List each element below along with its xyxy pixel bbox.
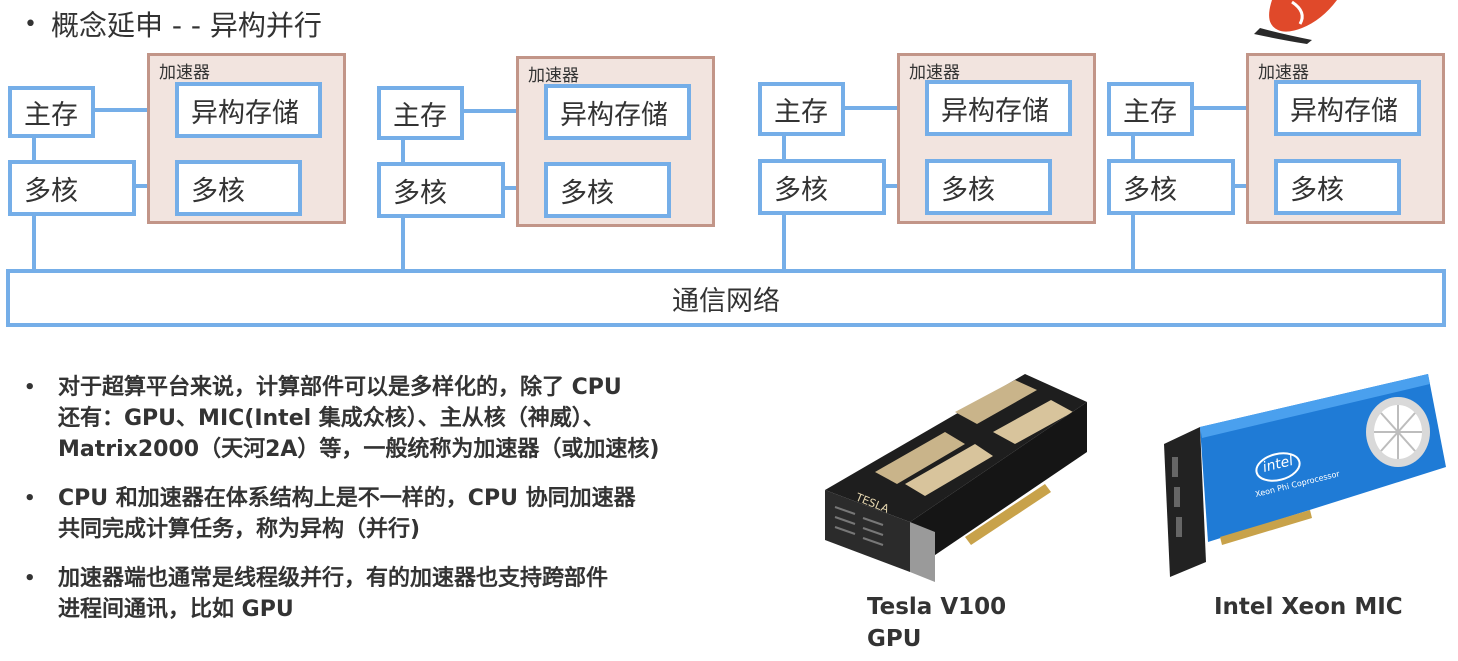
bullet-dot: • xyxy=(24,568,36,589)
multicore-accel-1: 多核 xyxy=(175,160,302,216)
hetero-storage-label: 异构存储 xyxy=(1290,95,1398,127)
hetero-storage-2: 异构存储 xyxy=(544,84,691,140)
accelerator-label: 加速器 xyxy=(528,66,579,86)
multicore-label: 多核 xyxy=(560,177,614,209)
main-memory-1: 主存 xyxy=(8,86,95,138)
accelerator-label: 加速器 xyxy=(909,63,960,83)
hetero-storage-label: 异构存储 xyxy=(941,95,1049,127)
title-text: 概念延申 - - 异构并行 xyxy=(50,9,322,42)
logo-icon xyxy=(1254,0,1337,44)
multicore-label: 多核 xyxy=(1290,174,1344,206)
multicore-host-4: 多核 xyxy=(1107,159,1235,215)
multicore-label: 多核 xyxy=(774,174,828,206)
accelerator-label: 加速器 xyxy=(1258,63,1309,83)
main-memory-label: 主存 xyxy=(393,100,447,132)
multicore-label: 多核 xyxy=(24,175,78,207)
multicore-accel-4: 多核 xyxy=(1274,159,1401,215)
intel-mic-image: intel Xeon Phi Coprocessor xyxy=(1164,374,1446,577)
multicore-label: 多核 xyxy=(941,174,995,206)
main-memory-4: 主存 xyxy=(1107,82,1194,136)
tesla-gpu-image: TESLA xyxy=(825,374,1087,582)
bullet-item: • CPU 和加速器在体系结构上是不一样的，CPU 协同加速器 共同完成计算任务… xyxy=(24,483,784,545)
multicore-accel-3: 多核 xyxy=(925,159,1052,215)
hetero-storage-label: 异构存储 xyxy=(191,97,299,129)
main-memory-label: 主存 xyxy=(1123,96,1177,128)
intel-logo-text: intel xyxy=(1261,453,1295,476)
bullet-text: CPU 和加速器在体系结构上是不一样的，CPU 协同加速器 共同完成计算任务，称… xyxy=(58,486,636,542)
bullet-dot: • xyxy=(24,377,36,398)
intel-caption: Intel Xeon MIC xyxy=(1214,594,1403,620)
slide-title: • 概念延申 - - 异构并行 xyxy=(24,4,322,44)
bullet-dot: • xyxy=(24,488,36,509)
bullet-list: • 对于超算平台来说，计算部件可以是多样化的，除了 CPU 还有：GPU、MIC… xyxy=(24,372,784,643)
hetero-storage-4: 异构存储 xyxy=(1274,80,1421,136)
communication-network: 通信网络 xyxy=(6,269,1446,327)
accelerator-label: 加速器 xyxy=(159,63,210,83)
multicore-label: 多核 xyxy=(191,175,245,207)
multicore-host-3: 多核 xyxy=(758,159,886,215)
main-memory-label: 主存 xyxy=(24,99,78,131)
bullet-text: 加速器端也通常是线程级并行，有的加速器也支持跨部件 进程间通讯，比如 GPU xyxy=(58,566,609,622)
tesla-caption: Tesla V100 GPU xyxy=(867,594,1007,652)
bullet-item: • 加速器端也通常是线程级并行，有的加速器也支持跨部件 进程间通讯，比如 GPU xyxy=(24,563,784,625)
multicore-label: 多核 xyxy=(393,177,447,209)
bullet-item: • 对于超算平台来说，计算部件可以是多样化的，除了 CPU 还有：GPU、MIC… xyxy=(24,372,784,465)
main-memory-3: 主存 xyxy=(758,82,845,136)
multicore-host-1: 多核 xyxy=(8,160,136,216)
multicore-accel-2: 多核 xyxy=(544,162,671,218)
multicore-label: 多核 xyxy=(1123,174,1177,206)
network-label: 通信网络 xyxy=(672,285,780,317)
hetero-storage-3: 异构存储 xyxy=(925,80,1072,136)
bullet-text: 对于超算平台来说，计算部件可以是多样化的，除了 CPU 还有：GPU、MIC(I… xyxy=(58,375,660,462)
hetero-storage-1: 异构存储 xyxy=(175,82,322,138)
main-memory-2: 主存 xyxy=(377,86,464,140)
main-memory-label: 主存 xyxy=(774,96,828,128)
multicore-host-2: 多核 xyxy=(377,162,505,218)
title-bullet: • xyxy=(24,11,37,37)
hetero-storage-label: 异构存储 xyxy=(560,99,668,131)
